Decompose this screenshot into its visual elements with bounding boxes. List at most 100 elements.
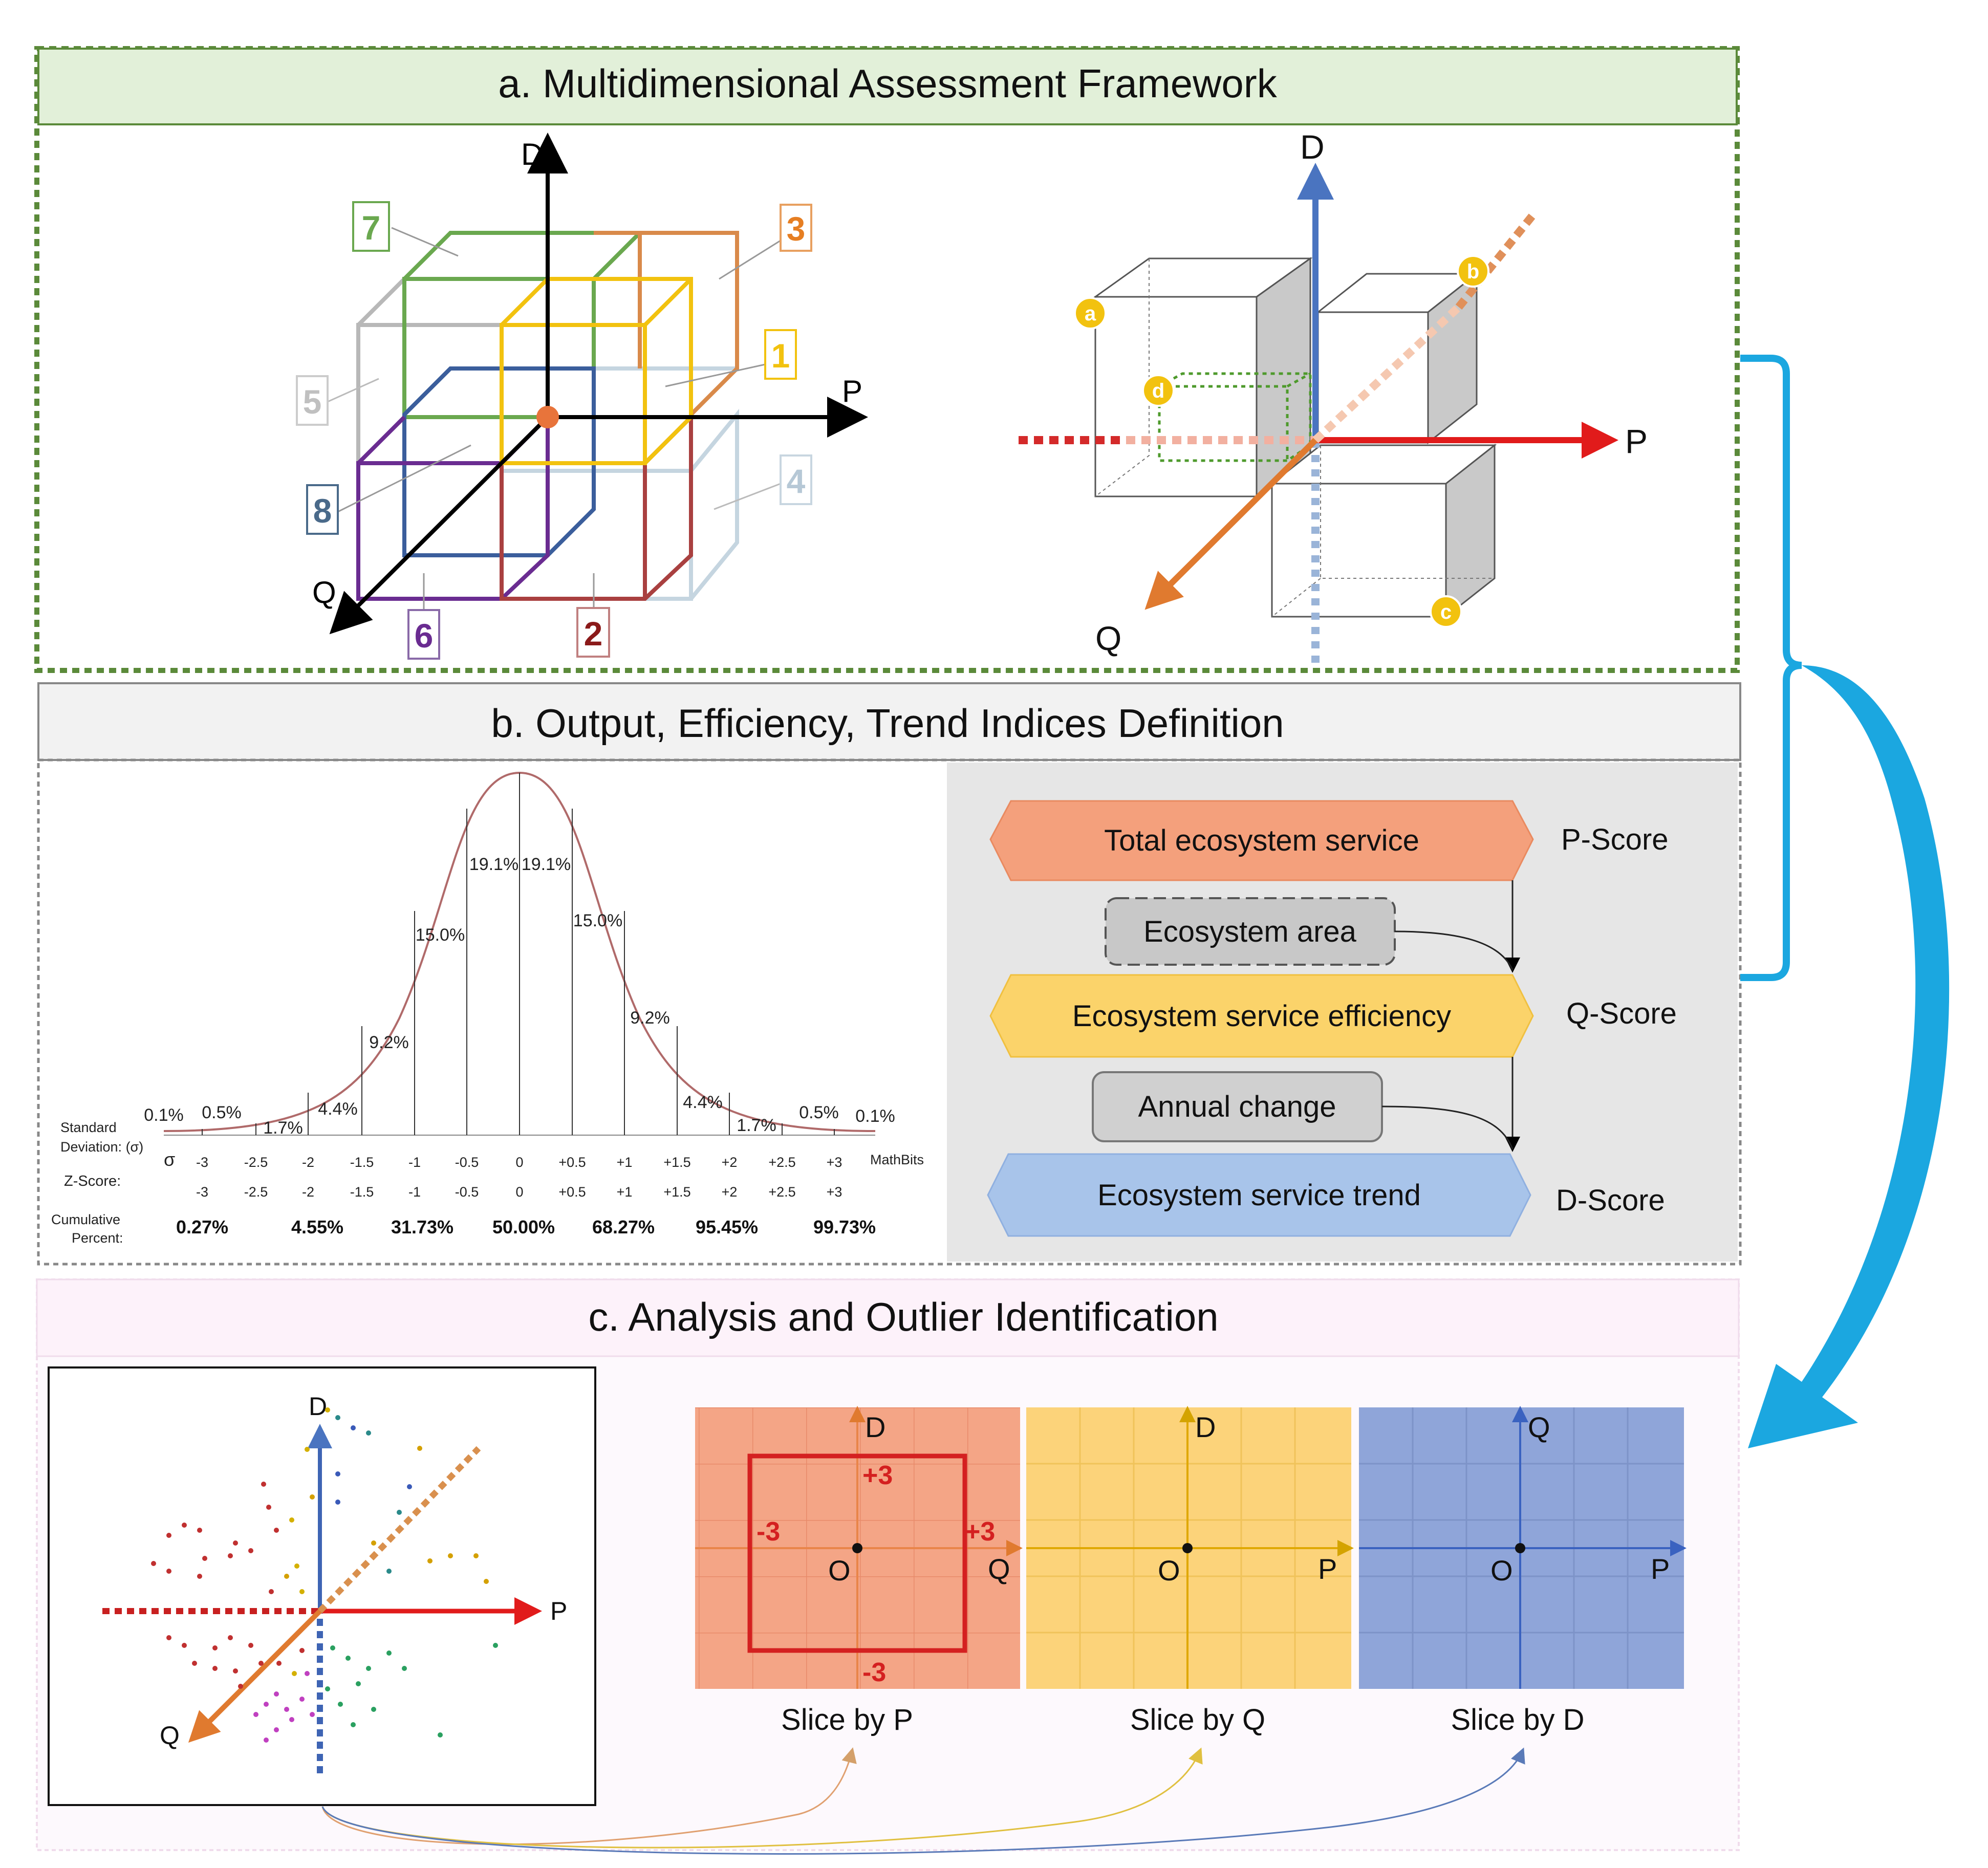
cum-value: 95.45% [696,1217,758,1237]
scatter-point [386,1650,392,1656]
slice-d-v-label: Q [1528,1411,1550,1443]
slice-q-caption: Slice by Q [1130,1703,1265,1736]
pct-label: 19.1% [469,855,518,874]
scatter-point [284,1574,289,1579]
scatter-point [151,1561,156,1566]
octant-8-box [402,366,596,557]
scatter-point [402,1666,407,1671]
octant-8-number: 8 [313,492,332,530]
region-cube-q-label: Q [1095,619,1121,657]
sd-tick: +2.5 [768,1155,795,1170]
slice-q-v-label: D [1195,1411,1216,1443]
sd-tick: +3 [827,1155,842,1170]
slice-p-bottom: -3 [862,1658,886,1687]
pct-label: 19.1% [522,855,571,874]
slice-p-origin-dot [852,1543,862,1553]
sigma-symbol: σ [164,1149,175,1170]
scatter-point [299,1589,305,1594]
sd-tick: -1 [408,1155,421,1170]
scatter-point [438,1732,443,1737]
scatter-point [335,1415,340,1420]
z-tick: -2.5 [244,1184,268,1200]
region-cube-p-label: P [1625,422,1648,460]
pct-label: 1.7% [737,1116,776,1135]
panel-a-title: a. Multidimensional Assessment Framework [498,61,1278,106]
scatter-point [493,1643,498,1648]
slice-p-left: -3 [757,1517,780,1547]
scatter-point [386,1569,392,1574]
scatter-point [335,1500,340,1505]
scatter-point [253,1712,258,1717]
panel-b-header [37,682,1741,761]
scatter-point [258,1661,264,1666]
octant-3-number: 3 [787,210,806,248]
scatter-point [351,1722,356,1727]
cum-label-2: Percent: [72,1230,123,1246]
z-tick: +3 [827,1184,842,1200]
region-cube-q-axis-neg [1312,304,1462,443]
cube-q-axis [329,416,549,635]
scatter-point [238,1684,243,1689]
slice-d-origin-dot [1515,1543,1525,1553]
z-tick: -2 [302,1184,314,1200]
z-tick: -1 [408,1184,421,1200]
panel-c-header [36,1278,1740,1357]
scatter-point [212,1666,218,1671]
cube-d-label: D [521,137,543,171]
scatter-point [299,1697,305,1702]
connector-to-slice-p [321,1747,857,1845]
octant-cube-figure [356,231,739,601]
scatter-point [397,1510,402,1515]
scatter-point [417,1446,422,1451]
scatter-d-label: D [309,1392,327,1421]
scatter-point [192,1661,197,1666]
scatter-point [197,1574,202,1579]
scatter-point [330,1645,335,1650]
scatter-point [182,1643,187,1648]
scatter-point [264,1737,269,1743]
pct-label: 0.5% [202,1103,242,1122]
cum-value: 0.27% [176,1217,228,1237]
sd-tick: -3 [196,1155,208,1170]
connector-to-slice-d [321,1747,1525,1855]
z-tick: -1.5 [350,1184,374,1200]
scatter-point [305,1671,310,1676]
octant-2-number: 2 [584,615,603,653]
d-score-label: D-Score [1556,1184,1665,1217]
scatter-point [274,1727,279,1732]
slice-p: D Q O +3 -3 -3 +3 Slice by P [695,1406,1023,1736]
pct-label: 9.2% [630,1008,670,1028]
big-curved-arrow [1748,665,1950,1448]
scatter-point [484,1579,489,1584]
scatter-point [248,1643,253,1648]
scatter-point [335,1471,340,1476]
scatter-point [228,1635,233,1640]
z-tick: +0.5 [558,1184,586,1200]
scatter-plot: D P Q [102,1392,567,1773]
octant-labels: 7 3 1 5 4 8 6 2 [296,201,812,660]
region-cube-q-axis [1144,438,1318,610]
efficiency-label: Ecosystem service efficiency [1072,1000,1451,1033]
ecosystem-area-label: Ecosystem area [1143,915,1357,948]
scatter-point [166,1533,171,1538]
slice-q: D P O Slice by Q [1026,1406,1354,1736]
panel-b-title: b. Output, Efficiency, Trend Indices Def… [491,701,1284,746]
octant-7-tag [352,201,390,252]
panel-c-title: c. Analysis and Outlier Identification [588,1294,1218,1339]
pct-label: 0.5% [799,1103,839,1122]
cube-origin-dot [536,406,559,428]
scatter-point [248,1548,253,1553]
scatter-point [274,1528,279,1533]
octant-5-number: 5 [303,383,322,421]
sd-label-1: Standard [60,1120,117,1135]
scatter-point [266,1505,271,1510]
pct-label: 4.4% [318,1099,358,1119]
octant-6-tag [407,609,440,660]
scatter-q-label: Q [160,1721,180,1750]
mathbits-credit: MathBits [870,1152,924,1167]
cum-label-1: Cumulative [51,1212,120,1227]
pct-label: 15.0% [416,925,465,945]
z-tick: +1.5 [663,1184,690,1200]
cum-value: 50.00% [492,1217,555,1237]
